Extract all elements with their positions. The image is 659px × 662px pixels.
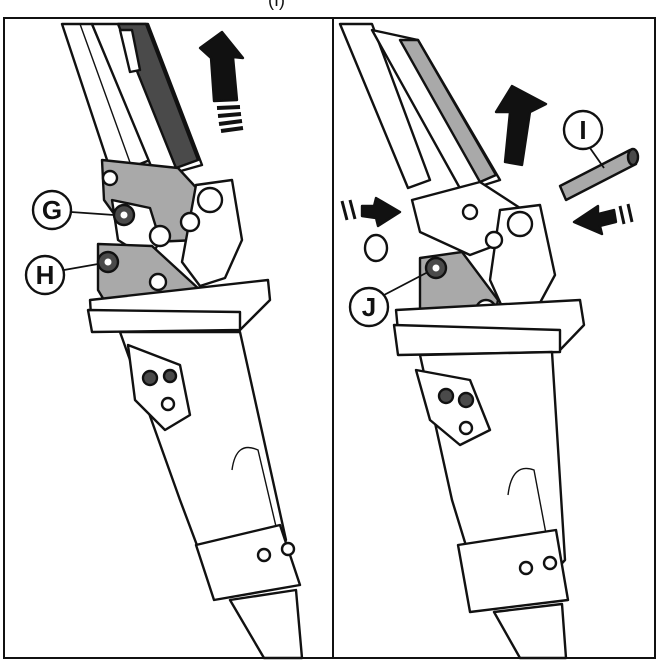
left-panel: G H (24, 22, 304, 660)
lift-arrow-icon (494, 84, 548, 167)
callout-i: I (562, 109, 605, 169)
push-left-arrow-icon (572, 203, 634, 236)
boom-arm-right (338, 22, 502, 194)
bracket-right (410, 180, 557, 322)
callout-h: H (24, 254, 99, 296)
callout-j: J (348, 271, 429, 328)
move-up-arrow-icon (198, 30, 245, 133)
callout-label: I (579, 115, 586, 145)
pin-h (96, 250, 120, 274)
callout-g: G (31, 189, 115, 231)
breaker-body-right (392, 298, 586, 660)
figure-header-fragment: (I) (268, 0, 285, 10)
boom-arm-left (60, 22, 204, 180)
callout-label: J (362, 292, 376, 322)
pin-g (112, 203, 136, 227)
right-panel: I J (338, 22, 640, 660)
bracket-left (96, 158, 244, 302)
push-right-arrow-icon (340, 196, 402, 228)
callout-label: G (42, 195, 62, 225)
pin-j-lock-ring (363, 233, 448, 280)
figure-frame (3, 17, 656, 659)
pin-i (558, 147, 640, 202)
callout-label: H (36, 260, 55, 290)
breaker-body-left (86, 278, 304, 660)
